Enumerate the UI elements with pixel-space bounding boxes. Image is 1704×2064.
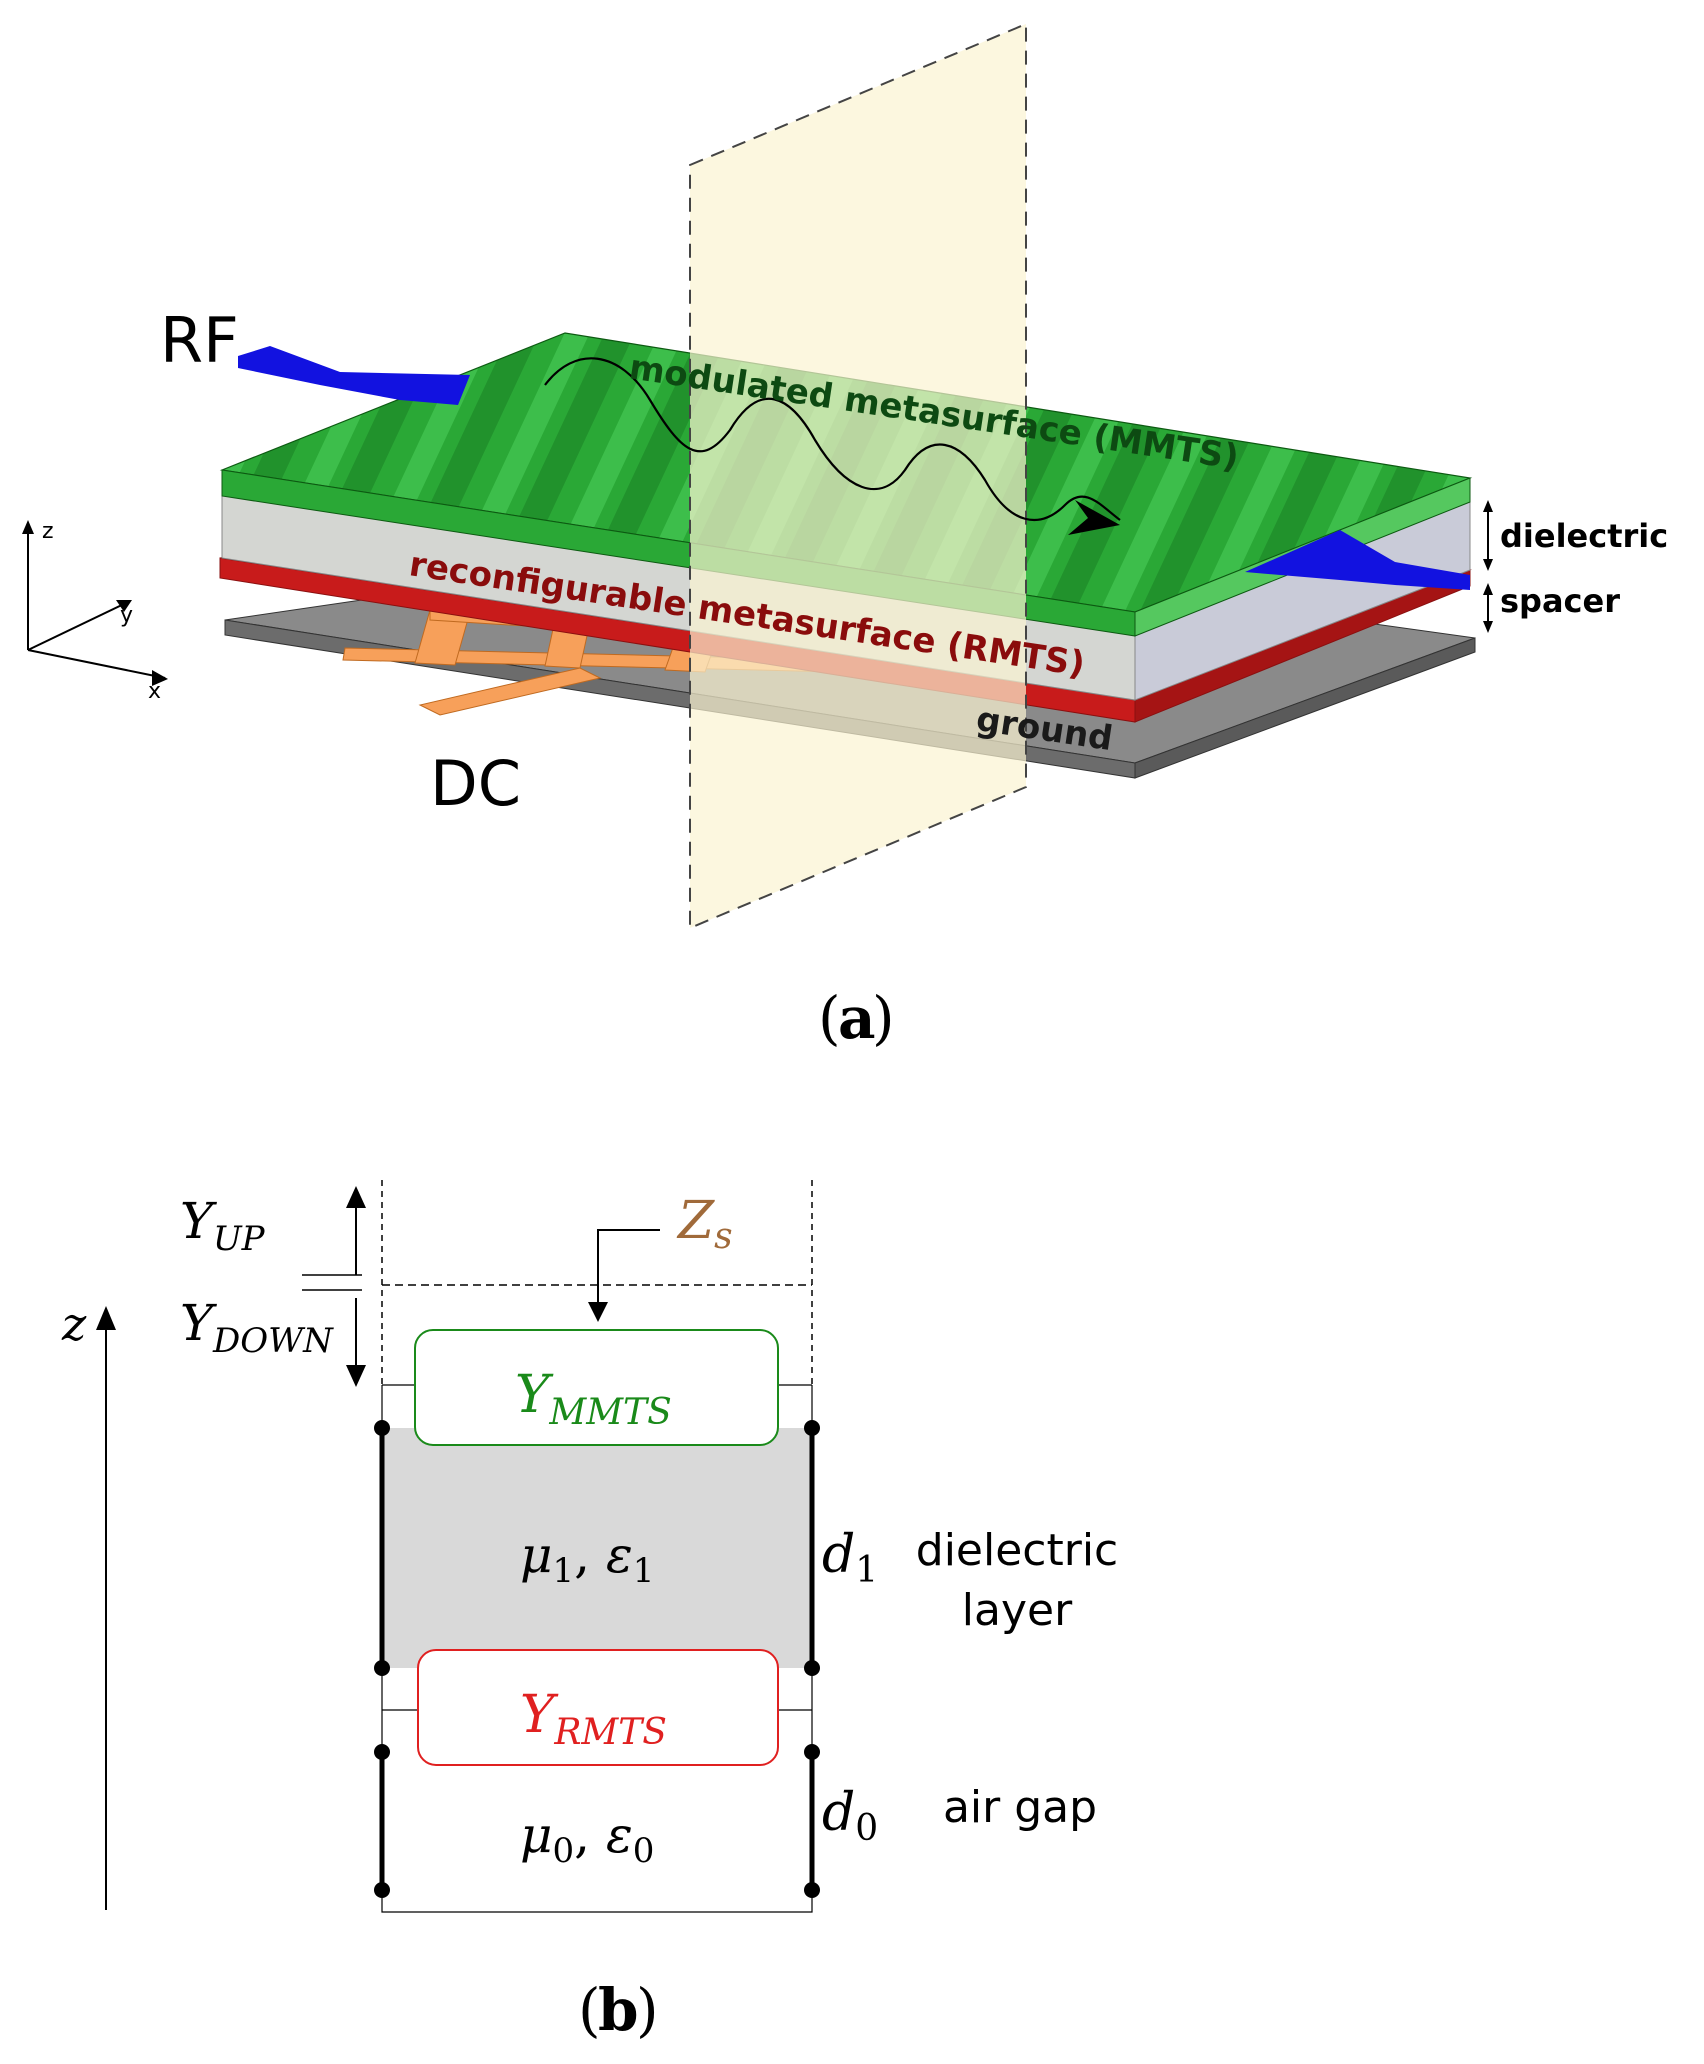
- d1-label: d1: [822, 1525, 878, 1591]
- z-axis-arrowhead: [22, 520, 34, 534]
- surface-wave-arrowhead: [1068, 500, 1120, 535]
- surface-wave-arrow: [544, 357, 1121, 521]
- d0-label: d0: [822, 1783, 878, 1849]
- coordinate-axes: [27, 528, 166, 679]
- zs-arrowhead: [588, 1302, 608, 1322]
- svg-text:): ): [872, 984, 895, 1052]
- svg-text:): ): [636, 1976, 659, 2044]
- dielectric-region: [382, 1428, 812, 1668]
- y-down-arrowhead: [346, 1365, 366, 1387]
- axis-y-label: y: [120, 603, 133, 628]
- node-dl-top: [374, 1420, 390, 1436]
- node-ar-top: [804, 1744, 820, 1760]
- y-mmts-label: YMMTS: [515, 1365, 672, 1433]
- svg-text:(: (: [578, 1976, 601, 2044]
- x-axis-arrowhead: [152, 670, 168, 686]
- dielectric-thickness-arrow: [1483, 500, 1493, 571]
- node-dr-top: [804, 1420, 820, 1436]
- z-axis-label: z: [61, 1297, 87, 1351]
- dielectric-layer-label-1: dielectric: [916, 1525, 1118, 1576]
- zs-arrow: [597, 1229, 660, 1308]
- svg-text:a: a: [838, 984, 876, 1052]
- dielectric-side-label: dielectric: [1500, 517, 1668, 555]
- air-gap-label: air gap: [943, 1782, 1097, 1833]
- y-up-label: YUP: [180, 1192, 266, 1259]
- y-down-label: YDOWN: [180, 1294, 334, 1361]
- rf-feed-left: [238, 346, 470, 405]
- panel-b: YUP YDOWN z Zs YMMTS: [61, 1180, 1118, 2044]
- rf-label: RF: [160, 304, 239, 377]
- dc-label: DC: [430, 747, 521, 820]
- caption-b: ( b ): [578, 1976, 659, 2044]
- svg-text:(: (: [818, 984, 841, 1052]
- z-axis-arrowhead-b: [96, 1306, 116, 1330]
- svg-text:b: b: [598, 1976, 639, 2044]
- rf-feed-right: [1245, 530, 1470, 590]
- y-rmts-label: YRMTS: [520, 1685, 667, 1753]
- spacer-thickness-arrow: [1483, 583, 1493, 633]
- y-up-arrowhead: [346, 1186, 366, 1208]
- ground-bottom-line: [381, 1890, 813, 1913]
- ground-plate-end: [1134, 637, 1476, 779]
- zs-label: Zs: [676, 1191, 733, 1257]
- caption-a: ( a ): [818, 984, 895, 1052]
- y-axis-arrowhead: [116, 600, 132, 612]
- node-al-top: [374, 1744, 390, 1760]
- dielectric-params: μ1, ε1: [520, 1526, 654, 1591]
- axis-x-label: x: [148, 679, 161, 704]
- y-rmts-box: [417, 1649, 779, 1766]
- cut-plane: [689, 22, 1027, 930]
- air-params: μ0, ε0: [520, 1806, 654, 1871]
- spacer-side-label: spacer: [1500, 582, 1620, 620]
- panel-a: modulated metasurface (MMTS) reconfigura…: [22, 22, 1668, 1052]
- y-mmts-box: [414, 1329, 779, 1446]
- dielectric-layer-label-2: layer: [962, 1585, 1073, 1636]
- axis-z-label: z: [42, 519, 54, 544]
